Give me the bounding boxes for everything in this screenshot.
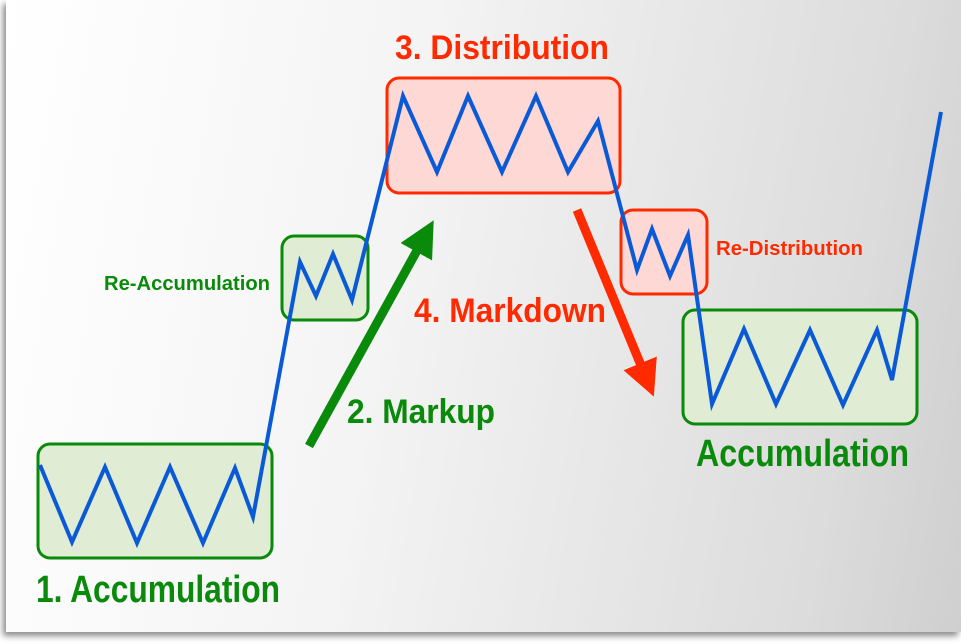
accumulation-box-2 — [681, 308, 919, 426]
distribution-label: 3. Distribution — [395, 29, 609, 67]
accumulation-label: 1. Accumulation — [36, 569, 280, 611]
markdown-label: 4. Markdown — [414, 292, 606, 330]
price-line — [38, 89, 943, 549]
markup-label: 2. Markup — [347, 393, 495, 431]
markup-arrow — [305, 220, 434, 449]
re-distribution-box — [619, 208, 709, 296]
markdown-arrow — [572, 208, 657, 397]
re-accumulation-label: Re-Accumulation — [104, 273, 270, 295]
distribution-box — [385, 76, 622, 195]
accumulation-label-2: Accumulation — [696, 433, 909, 475]
re-distribution-label: Re-Distribution — [716, 238, 863, 260]
